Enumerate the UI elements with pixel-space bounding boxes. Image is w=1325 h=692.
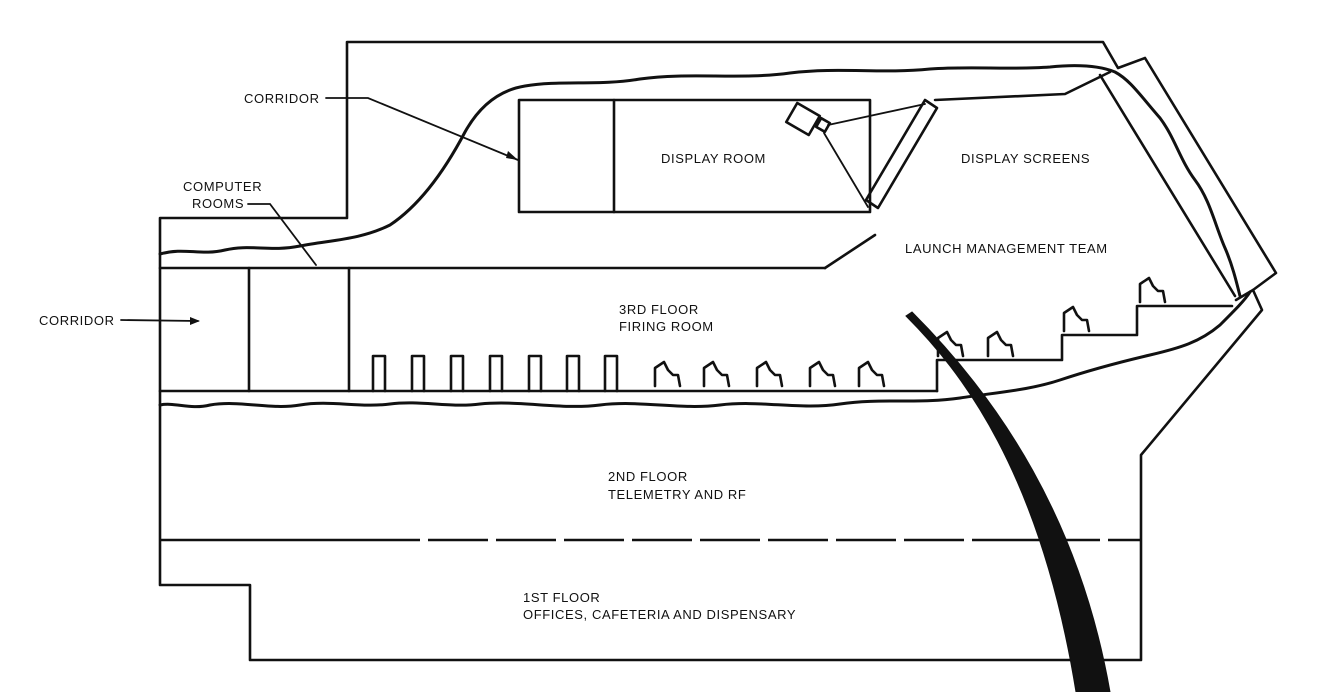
lower-cutaway-line — [158, 290, 1252, 409]
console-seated-3 — [755, 360, 784, 388]
label-computer-rooms-line1: COMPUTER — [183, 179, 263, 194]
console-seated-7 — [986, 330, 1015, 358]
leader-corridor-left — [120, 319, 199, 322]
label-third-floor-line2: FIRING ROOM — [619, 319, 714, 334]
projection-screen — [864, 98, 939, 210]
console-tall-2 — [410, 354, 426, 393]
console-seated-9 — [1138, 276, 1167, 304]
console-seated-1 — [653, 360, 682, 388]
leader-computer-rooms — [247, 203, 317, 266]
console-seated-6 — [936, 330, 965, 358]
console-tall-4 — [488, 354, 504, 393]
leader-arrow-upper — [506, 151, 518, 160]
console-seated-4 — [808, 360, 837, 388]
console-tall-1 — [371, 354, 387, 393]
label-first-floor-line2: OFFICES, CAFETERIA AND DISPENSARY — [523, 607, 797, 622]
label-display-screens: DISPLAY SCREENS — [961, 151, 1091, 166]
console-tall-5 — [527, 354, 543, 393]
console-tall-3 — [449, 354, 465, 393]
projector-icon — [784, 101, 926, 208]
label-corridor-upper: CORRIDOR — [244, 91, 320, 106]
leader-corridor-upper — [325, 97, 519, 161]
display-room-box — [517, 98, 872, 214]
leader-arrow-left — [190, 317, 200, 325]
console-row-tall — [371, 354, 619, 393]
upper-corridor-edge — [823, 233, 877, 270]
label-third-floor-line1: 3RD FLOOR — [619, 302, 699, 317]
building-outline — [158, 40, 1278, 662]
console-seated-8 — [1062, 305, 1091, 333]
screen-wall-inner — [1098, 73, 1237, 298]
label-second-floor-line1: 2ND FLOOR — [608, 469, 688, 484]
label-second-floor-line2: TELEMETRY AND RF — [608, 487, 747, 502]
upper-cutaway-line — [158, 64, 1242, 298]
console-tall-6 — [565, 354, 581, 393]
label-display-room: DISPLAY ROOM — [661, 151, 766, 166]
console-seated-2 — [702, 360, 731, 388]
label-launch-management-team: LAUNCH MANAGEMENT TEAM — [905, 241, 1108, 256]
label-corridor-left: CORRIDOR — [39, 313, 115, 328]
label-first-floor-line1: 1ST FLOOR — [523, 590, 601, 605]
console-tall-7 — [603, 354, 619, 393]
console-row-seated — [653, 276, 1167, 388]
console-seated-5 — [857, 360, 886, 388]
label-computer-rooms-line2: ROOMS — [192, 196, 245, 211]
lower-right-wall — [1234, 288, 1255, 302]
display-screen-top-line — [933, 70, 1112, 102]
